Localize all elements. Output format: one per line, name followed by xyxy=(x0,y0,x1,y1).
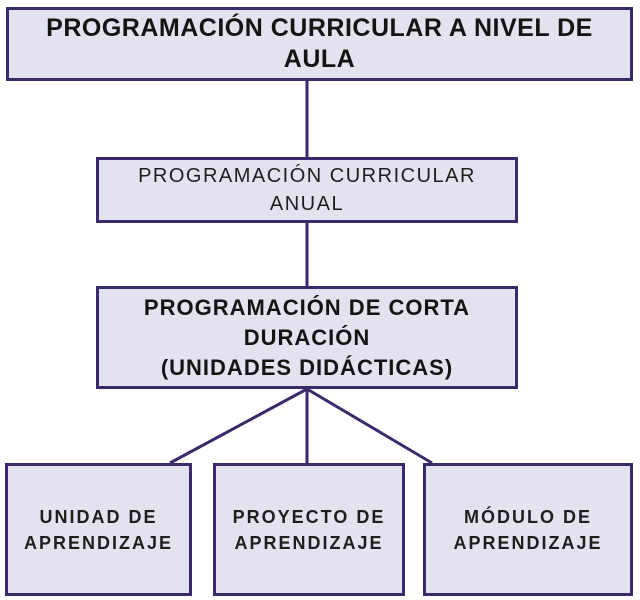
node-label-line: PROYECTO DE xyxy=(232,506,386,527)
node-label-line: PROGRAMACIÓN DE CORTA xyxy=(143,294,471,320)
node-modulo-aprendizaje: MÓDULO DE APRENDIZAJE xyxy=(423,463,633,596)
node-programacion-aula: PROGRAMACIÓN CURRICULAR A NIVEL DE AULA xyxy=(6,7,633,81)
node-label-line: APRENDIZAJE xyxy=(23,532,174,553)
node-label-line: APRENDIZAJE xyxy=(234,532,384,553)
node-proyecto-aprendizaje: PROYECTO DE APRENDIZAJE xyxy=(213,463,405,596)
node-label-line: UNIDAD DE xyxy=(39,506,158,527)
connector-short-modulo xyxy=(306,387,433,465)
node-label-line: AULA xyxy=(283,45,356,73)
node-programacion-corta-duracion: PROGRAMACIÓN DE CORTA DURACIÓN (UNIDADES… xyxy=(96,286,518,389)
node-label-line: DURACIÓN xyxy=(243,324,371,350)
node-label-line: (UNIDADES DIDÁCTICAS) xyxy=(160,354,454,380)
connector-short-unidad xyxy=(169,387,308,465)
node-programacion-anual: PROGRAMACIÓN CURRICULAR ANUAL xyxy=(96,157,518,223)
node-label-line: PROGRAMACIÓN CURRICULAR xyxy=(138,165,476,187)
node-label-line: MÓDULO DE xyxy=(464,506,592,527)
node-label-line: APRENDIZAJE xyxy=(453,532,603,553)
node-unidad-aprendizaje: UNIDAD DE APRENDIZAJE xyxy=(5,463,192,596)
node-label-line: PROGRAMACIÓN CURRICULAR A NIVEL DE xyxy=(46,14,593,42)
node-label-line: ANUAL xyxy=(269,193,345,215)
